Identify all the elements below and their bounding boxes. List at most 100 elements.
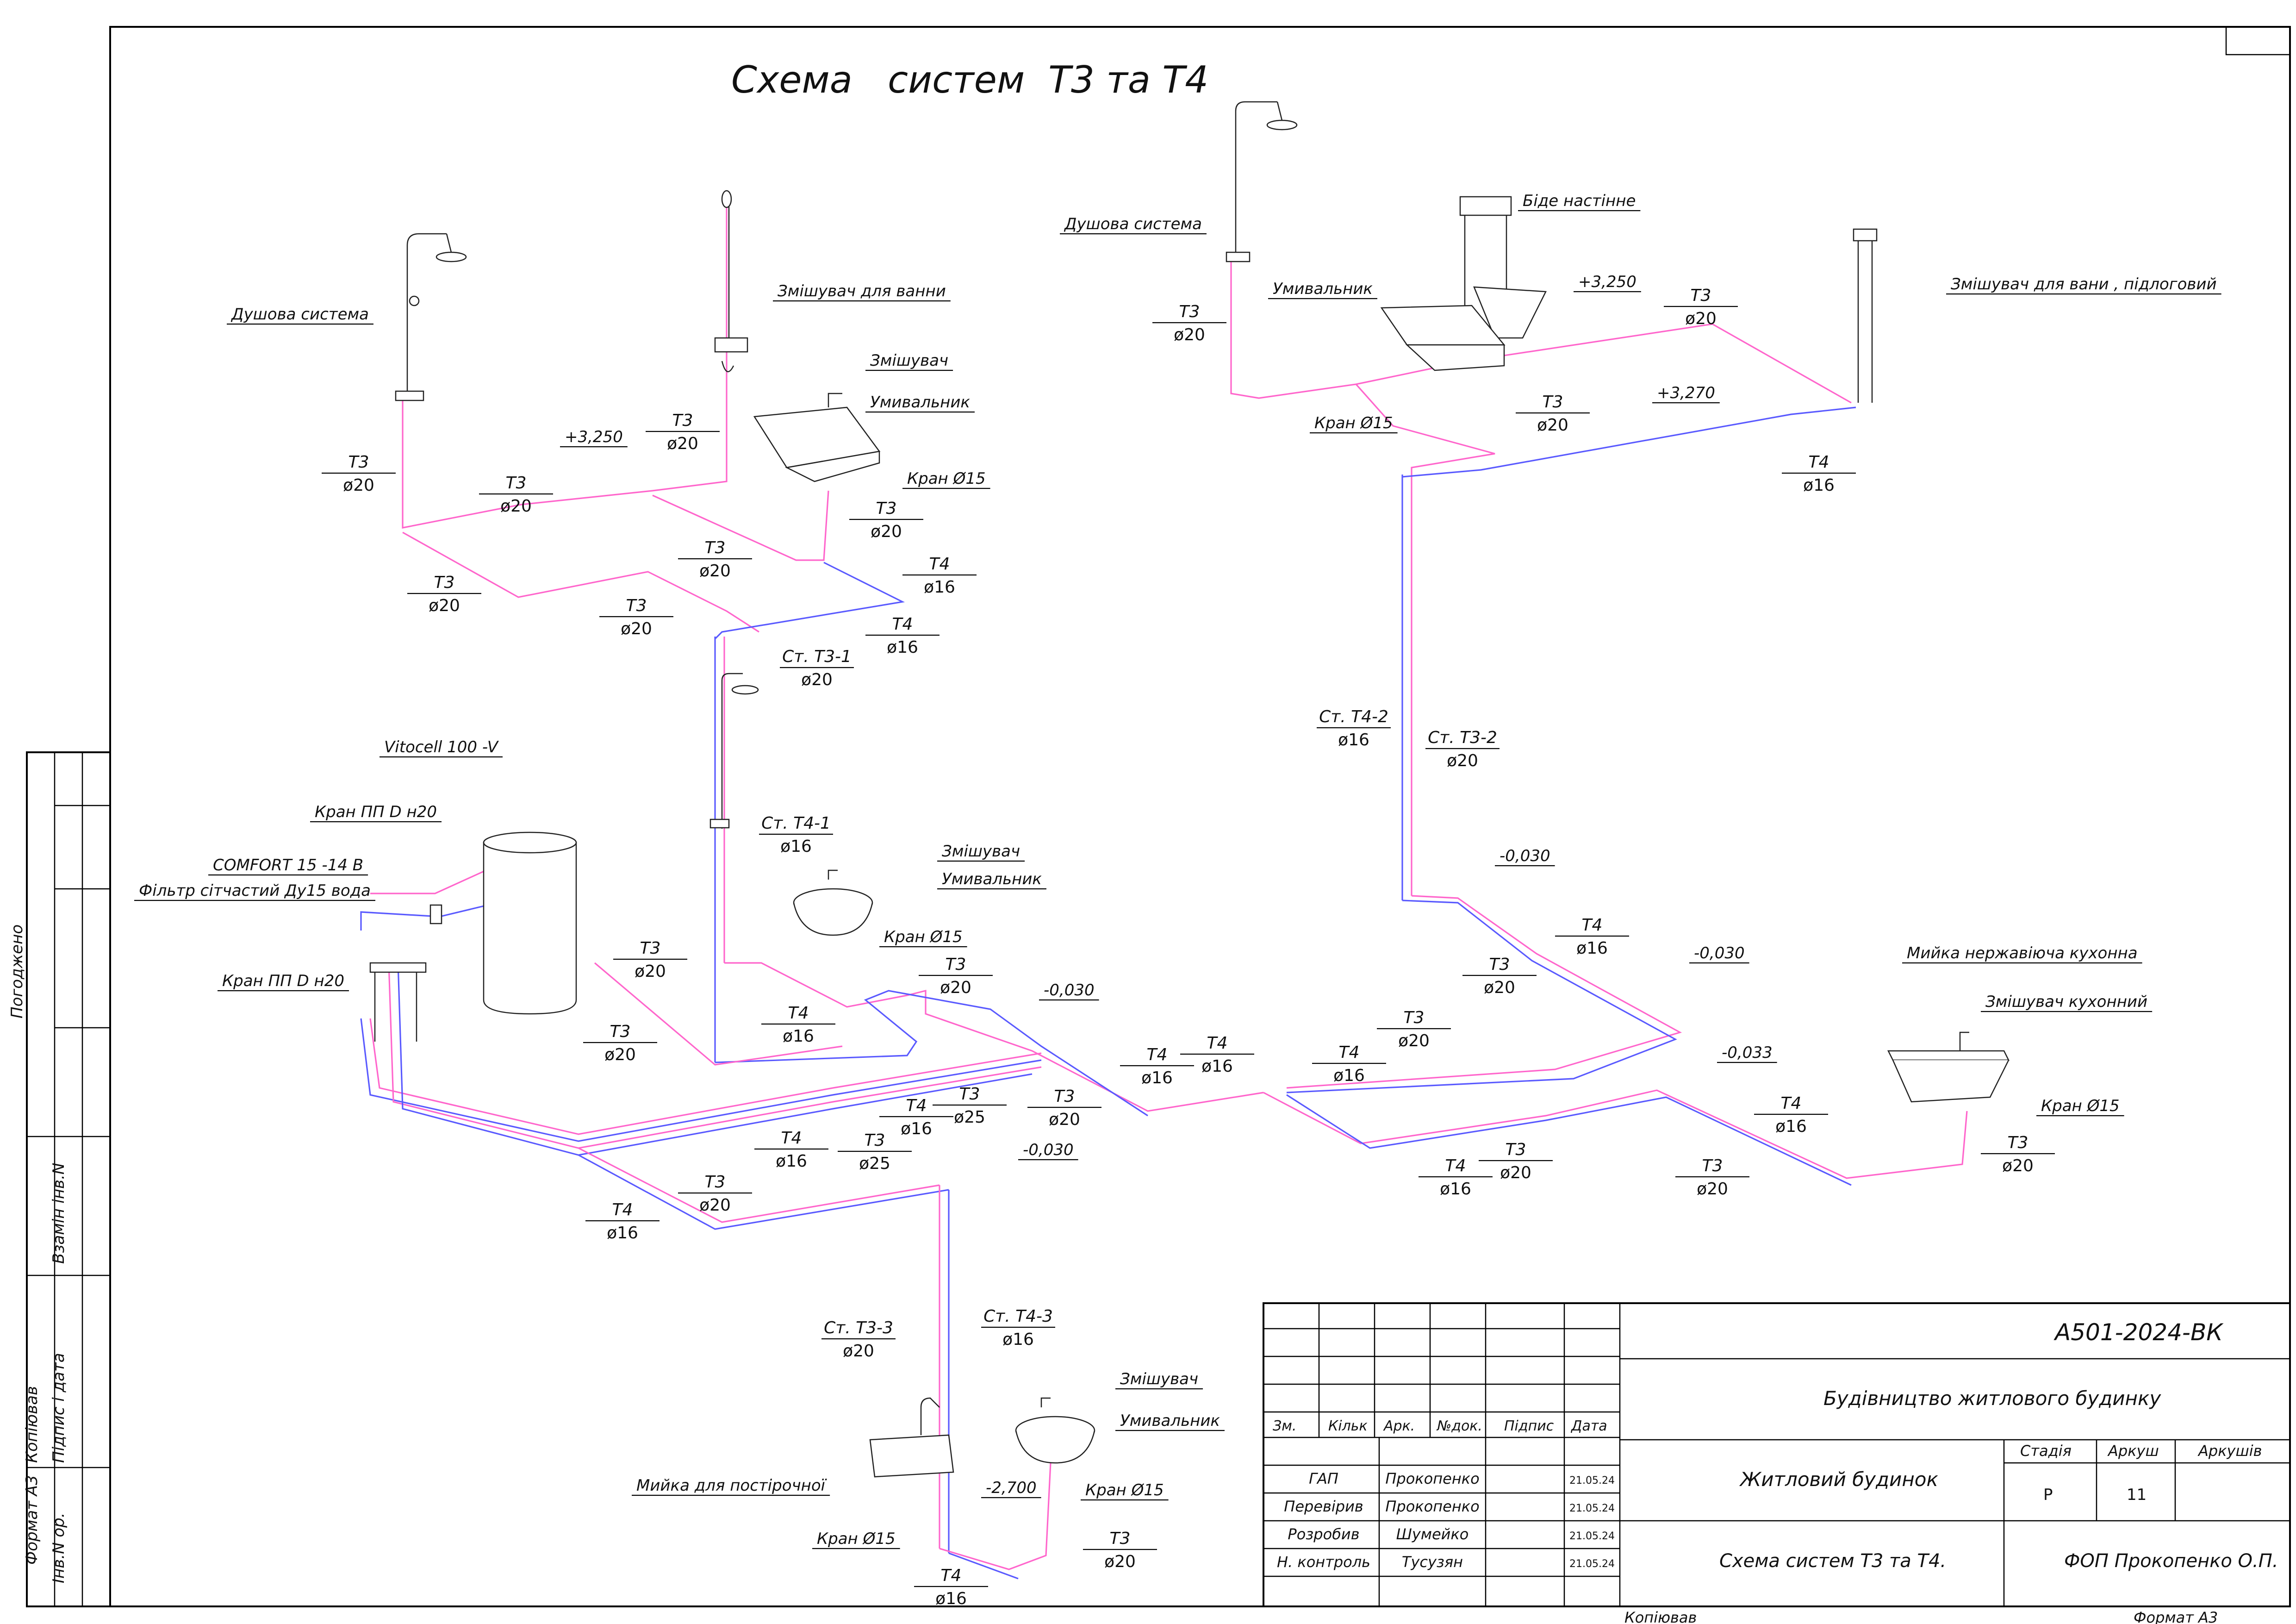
pipe-tag-system: Т3 [1110,1529,1131,1548]
pipe-tag-diameter: ø20 [699,562,731,581]
side-format: Формат А3 [23,1475,41,1565]
tb-sheet-no: 11 [2127,1486,2147,1504]
pipe-tag-system: Т3 [1489,955,1510,974]
pipe-tag-system: Т4 [612,1200,633,1219]
pipe-tag-system: Ст. Т4-1 [761,814,831,833]
drawing-title: Схема систем Т3 та Т4 [731,58,1208,101]
label-valve-pp-left: Кран ПП D н20 [222,972,344,990]
tb-company: ФОП Прокопенко О.П. [2064,1550,2278,1572]
label-lvl-3250-left: +3,250 [565,428,623,446]
tb-project: Будівництво житлового будинку [1823,1387,2161,1410]
tb-format: Формат А3 [2134,1609,2218,1624]
basin-icon [793,869,873,936]
label-sink-utility: Мийка для постірочної [636,1476,827,1495]
pipe-tag-system: Т3 [1179,302,1200,321]
pipe-tag-diameter: ø20 [1697,1180,1728,1199]
tb-h-sheets: Аркушів [2197,1442,2262,1460]
pipe-tag-diameter: ø20 [1447,751,1478,770]
tb-code: А501-2024-ВК [2053,1319,2224,1346]
label-lvl-030-a: -0,030 [1044,981,1095,999]
pipe-network [360,194,1968,1580]
pipe-tag-diameter: ø20 [621,619,652,638]
pipe-tag-system: Т3 [1506,1140,1526,1159]
pipe-tag-diameter: ø25 [859,1154,890,1173]
pipe-tag-diameter: ø16 [1803,476,1835,495]
pipe-tag-system: Т3 [865,1131,885,1150]
floor-bath-mixer-icon [1853,228,1878,403]
pipe-tag-diameter: ø20 [1398,1031,1430,1050]
pipe-tag-diameter: ø16 [1201,1057,1233,1076]
pipe-tag-system: Т3 [959,1085,980,1104]
pipe-tag-system: Ст. Т4-2 [1319,707,1388,726]
pipe-tag-system: Т3 [1404,1008,1425,1027]
label-basin-bottom: Умивальник [1120,1412,1220,1430]
pipe-tag-diameter: ø20 [1049,1110,1080,1129]
pipe-tag-diameter: ø16 [924,578,955,597]
pipe-tag-system: Т3 [876,499,897,518]
tb-name: Шумейко [1396,1525,1469,1543]
tb-name: Прокопенко [1385,1470,1479,1487]
pipe-tag-diameter: ø20 [871,522,902,541]
label-valve-bottom-right: Кран Ø15 [1085,1481,1164,1499]
pipe-tag-system: Т3 [2008,1133,2028,1152]
pipe-t4 [1402,406,1856,478]
pipe-tag-diameter: ø20 [1104,1552,1136,1571]
pipe-tag-diameter: ø20 [1500,1163,1531,1182]
bidet-icon [1459,196,1547,339]
label-lvl-3270-top: +3,270 [1657,384,1715,402]
label-basin-top: Умивальник [1273,280,1373,298]
pipe-tag-system: Т4 [1207,1034,1228,1053]
pipe-tag-diameter: ø16 [901,1119,932,1138]
kitchen-sink-icon [1887,1031,2010,1103]
label-bidet-top: Біде настінне [1523,192,1636,210]
pipe-tag-diameter: ø16 [1775,1117,1807,1136]
pipe-tag-system: Т3 [506,474,527,493]
label-mixer-bath-floor: Змішувач для вани , підлоговий [1951,275,2217,294]
label-filter: Фільтр сітчастий Ду15 вода [139,881,371,900]
drawing-frame [109,26,2291,1607]
boiler-tank-icon [483,831,577,1015]
pipe-tag-system: Т3 [1702,1156,1723,1175]
tb-h-change: Зм. [1273,1418,1296,1434]
label-comfort: COMFORT 15 -14 В [213,856,363,874]
side-sign-date: Підпис і дата [50,1353,68,1463]
pipe-tag-diameter: ø20 [843,1342,874,1361]
pipe-tag-diameter: ø20 [1484,978,1515,997]
pipe-t4 [1286,1094,1852,1186]
pipe-tag-system: Ст. Т4-3 [983,1307,1053,1326]
pipe-tag-diameter: ø16 [1141,1068,1173,1087]
pipe-t4 [948,1552,1019,1580]
tb-stage: Р [2043,1486,2053,1504]
pipe-tag-diameter: ø16 [1333,1066,1365,1085]
pipe-tag-system: Т3 [434,573,455,592]
basin-icon [1380,305,1506,371]
tb-date: 21.05.24 [1569,1530,1615,1542]
pipe-tag-system: Т4 [892,615,913,634]
tb-name: Прокопенко [1385,1498,1479,1515]
side-replace-inv: Взамін інв.N [50,1163,68,1264]
pipe-t4 [1286,899,1677,1093]
pipe-tag-diameter: ø16 [776,1152,807,1171]
tb-date: 21.05.24 [1569,1558,1615,1570]
pipe-tag-diameter: ø20 [1174,325,1205,344]
pipe-t3 [402,531,759,633]
label-lvl-030-d: -0,030 [1023,1141,1074,1159]
